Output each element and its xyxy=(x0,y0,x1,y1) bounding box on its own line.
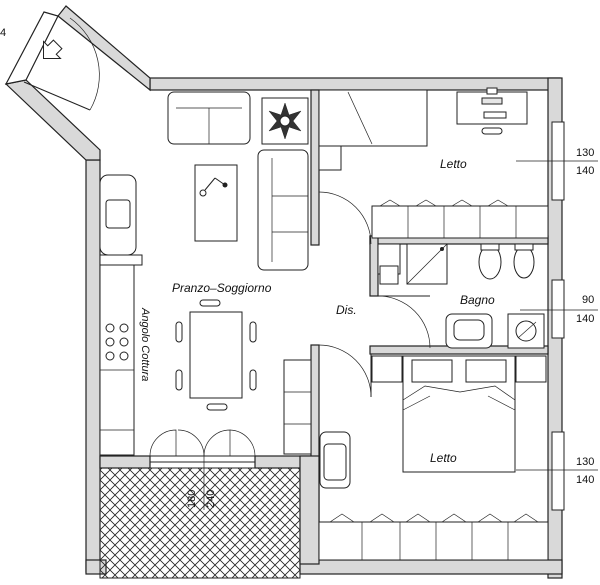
wall-left xyxy=(85,159,101,573)
kitchen: Angolo Cottura xyxy=(99,174,151,456)
balcony: 180 240 xyxy=(99,456,301,579)
window-right-bottom xyxy=(551,431,565,511)
bidet xyxy=(513,245,535,279)
sink xyxy=(105,199,131,229)
label-bedroom-top: Letto xyxy=(440,157,467,171)
dim-bottom-b: 140 xyxy=(576,474,594,486)
wall-diag-left xyxy=(4,79,101,161)
door-bed2 xyxy=(318,344,372,398)
wardrobe-top xyxy=(371,205,549,239)
entry-door-leaf xyxy=(23,81,91,111)
wall-bath-left-top xyxy=(369,235,379,297)
balcony-door-1 xyxy=(149,429,177,457)
dim-top-a: 130 xyxy=(576,147,594,159)
wardrobe-bottom xyxy=(318,521,549,561)
entrance-arrow-icon xyxy=(43,39,63,59)
nightstand xyxy=(318,145,342,171)
dim-bath-b: 140 xyxy=(576,313,594,325)
desk xyxy=(456,91,528,125)
wall-top xyxy=(149,77,561,91)
cabinet xyxy=(283,359,312,455)
sofa-right xyxy=(257,149,309,271)
coffee-table xyxy=(194,164,238,242)
balcony-area xyxy=(99,467,301,579)
window-right-bath xyxy=(551,279,565,339)
label-bathroom: Bagno xyxy=(460,293,495,307)
wall-bed2-left xyxy=(299,455,320,565)
balcony-door-2 xyxy=(177,429,205,457)
dim-bath-a: 90 xyxy=(582,294,594,306)
label-bedroom-bottom: Letto xyxy=(430,451,457,465)
dim-balcony-b: 240 xyxy=(205,490,217,508)
wall-balcony-left xyxy=(99,455,151,469)
dining-table xyxy=(189,311,243,399)
pillow-left xyxy=(411,359,453,383)
lamp-icon xyxy=(199,177,228,197)
living-room: Pranzo–Soggiorno xyxy=(149,91,312,463)
label-hall: Dis. xyxy=(336,303,357,317)
label-living: Pranzo–Soggiorno xyxy=(172,281,272,295)
door-bath xyxy=(377,295,431,349)
entrance: 4 xyxy=(0,17,100,111)
label-kitchen: Angolo Cottura xyxy=(139,307,151,381)
wall-entry-jamb xyxy=(4,11,59,85)
balcony-door-3 xyxy=(203,429,231,457)
bed-top xyxy=(318,89,428,147)
stove xyxy=(105,323,129,361)
wall-bottom xyxy=(299,559,563,575)
plant-icon xyxy=(268,102,302,140)
bathroom: Bagno xyxy=(377,243,545,349)
kitchen-shelf xyxy=(99,254,143,266)
corner-mark: 4 xyxy=(0,27,6,39)
entry-door-arc xyxy=(69,17,100,111)
pillow-right xyxy=(465,359,507,383)
nightstand-right xyxy=(515,355,547,383)
hall: Dis. xyxy=(318,191,431,398)
wall-diag-top xyxy=(57,5,151,92)
bedroom-top: Letto xyxy=(318,87,549,239)
bed-sheet xyxy=(402,385,516,401)
dim-bottom-a: 130 xyxy=(576,456,594,468)
door-bed1 xyxy=(318,191,372,245)
bedroom-bottom: Letto xyxy=(318,355,549,561)
dim-balcony-a: 180 xyxy=(186,490,198,508)
armchair xyxy=(319,431,351,489)
dim-top-b: 140 xyxy=(576,165,594,177)
dimension-callouts: 130 140 90 140 130 140 xyxy=(516,147,598,486)
kitchen-counter xyxy=(99,264,135,456)
wall-living-hall xyxy=(310,89,320,246)
nightstand-left xyxy=(371,355,403,383)
